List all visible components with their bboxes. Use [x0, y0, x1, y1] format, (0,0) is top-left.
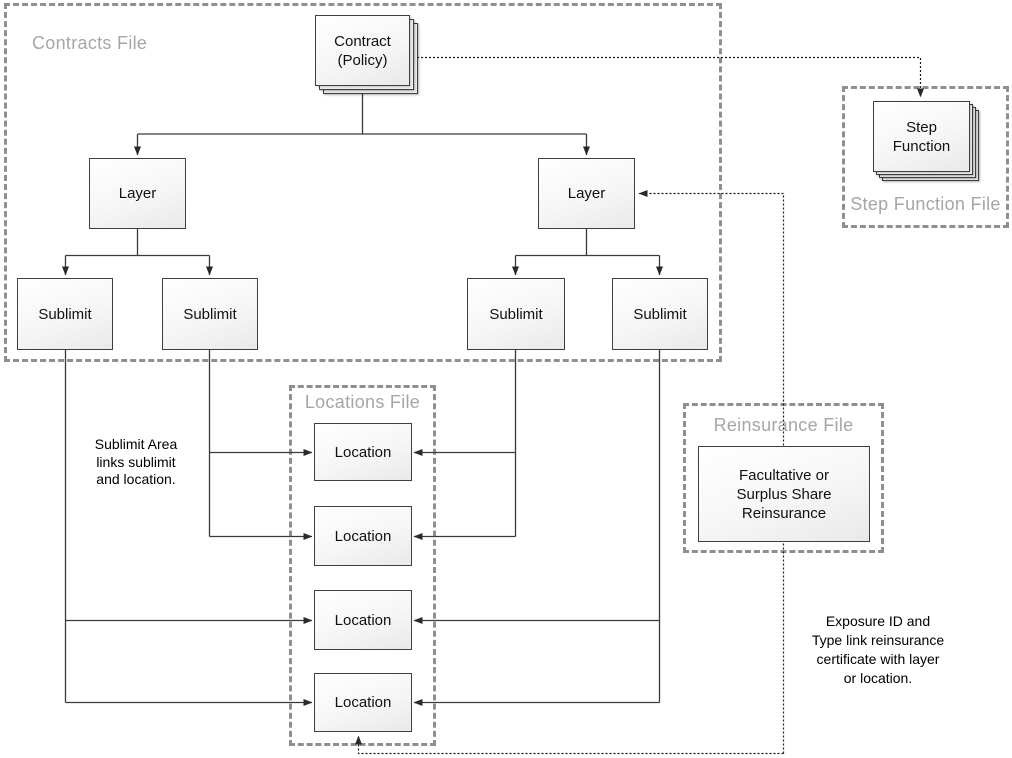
facultative-reinsurance-node: Facultative or Surplus Share Reinsurance [698, 446, 870, 542]
locations-file-container [289, 385, 436, 746]
solid-connector-trunks [64, 88, 661, 703]
layer-right-node: Layer [538, 158, 635, 229]
sublimit-2-label: Sublimit [162, 278, 258, 350]
reinsurance-file-label: Reinsurance File [713, 415, 854, 435]
reinsurance-to-layer-dotted [638, 190, 785, 754]
reinsurance-to-location-dotted [355, 735, 784, 755]
sublimit-area-note: Sublimit Area links sublimit and locatio… [94, 436, 178, 487]
contracts-file-container [4, 3, 722, 362]
step-function-file-label: Step Function File [850, 194, 1001, 214]
layer-right-label: Layer [538, 158, 635, 229]
location-3-label: Location [314, 590, 412, 650]
contract-node: Contract (Policy) [315, 15, 418, 94]
location-2-label: Location [314, 506, 412, 566]
step-function-label: Step Function [873, 101, 970, 172]
exposure-note: Exposure ID and Type link reinsurance ce… [811, 613, 945, 686]
contracts-file-label: Contracts File [32, 33, 148, 53]
layer-left-label: Layer [89, 158, 186, 229]
location-3-node: Location [314, 590, 412, 650]
sublimit-3-node: Sublimit [467, 278, 565, 350]
step-function-file-container [842, 86, 1009, 228]
sublimit-1-node: Sublimit [17, 278, 113, 350]
contract-to-step-function-dotted [413, 56, 924, 98]
layer-left-node: Layer [89, 158, 186, 229]
sublimit-3-label: Sublimit [467, 278, 565, 350]
sublimit-1-label: Sublimit [17, 278, 113, 350]
sublimit-2-node: Sublimit [162, 278, 258, 350]
sublimit-4-node: Sublimit [612, 278, 708, 350]
sublimit-4-label: Sublimit [612, 278, 708, 350]
location-4-node: Location [314, 673, 412, 732]
location-4-label: Location [314, 673, 412, 732]
facultative-reinsurance-label: Facultative or Surplus Share Reinsurance [698, 446, 870, 542]
location-1-label: Location [314, 423, 412, 481]
contract-label: Contract (Policy) [315, 15, 410, 86]
step-function-node: Step Function [873, 101, 979, 181]
locations-file-label: Locations File [304, 392, 421, 412]
location-2-node: Location [314, 506, 412, 566]
location-1-node: Location [314, 423, 412, 481]
